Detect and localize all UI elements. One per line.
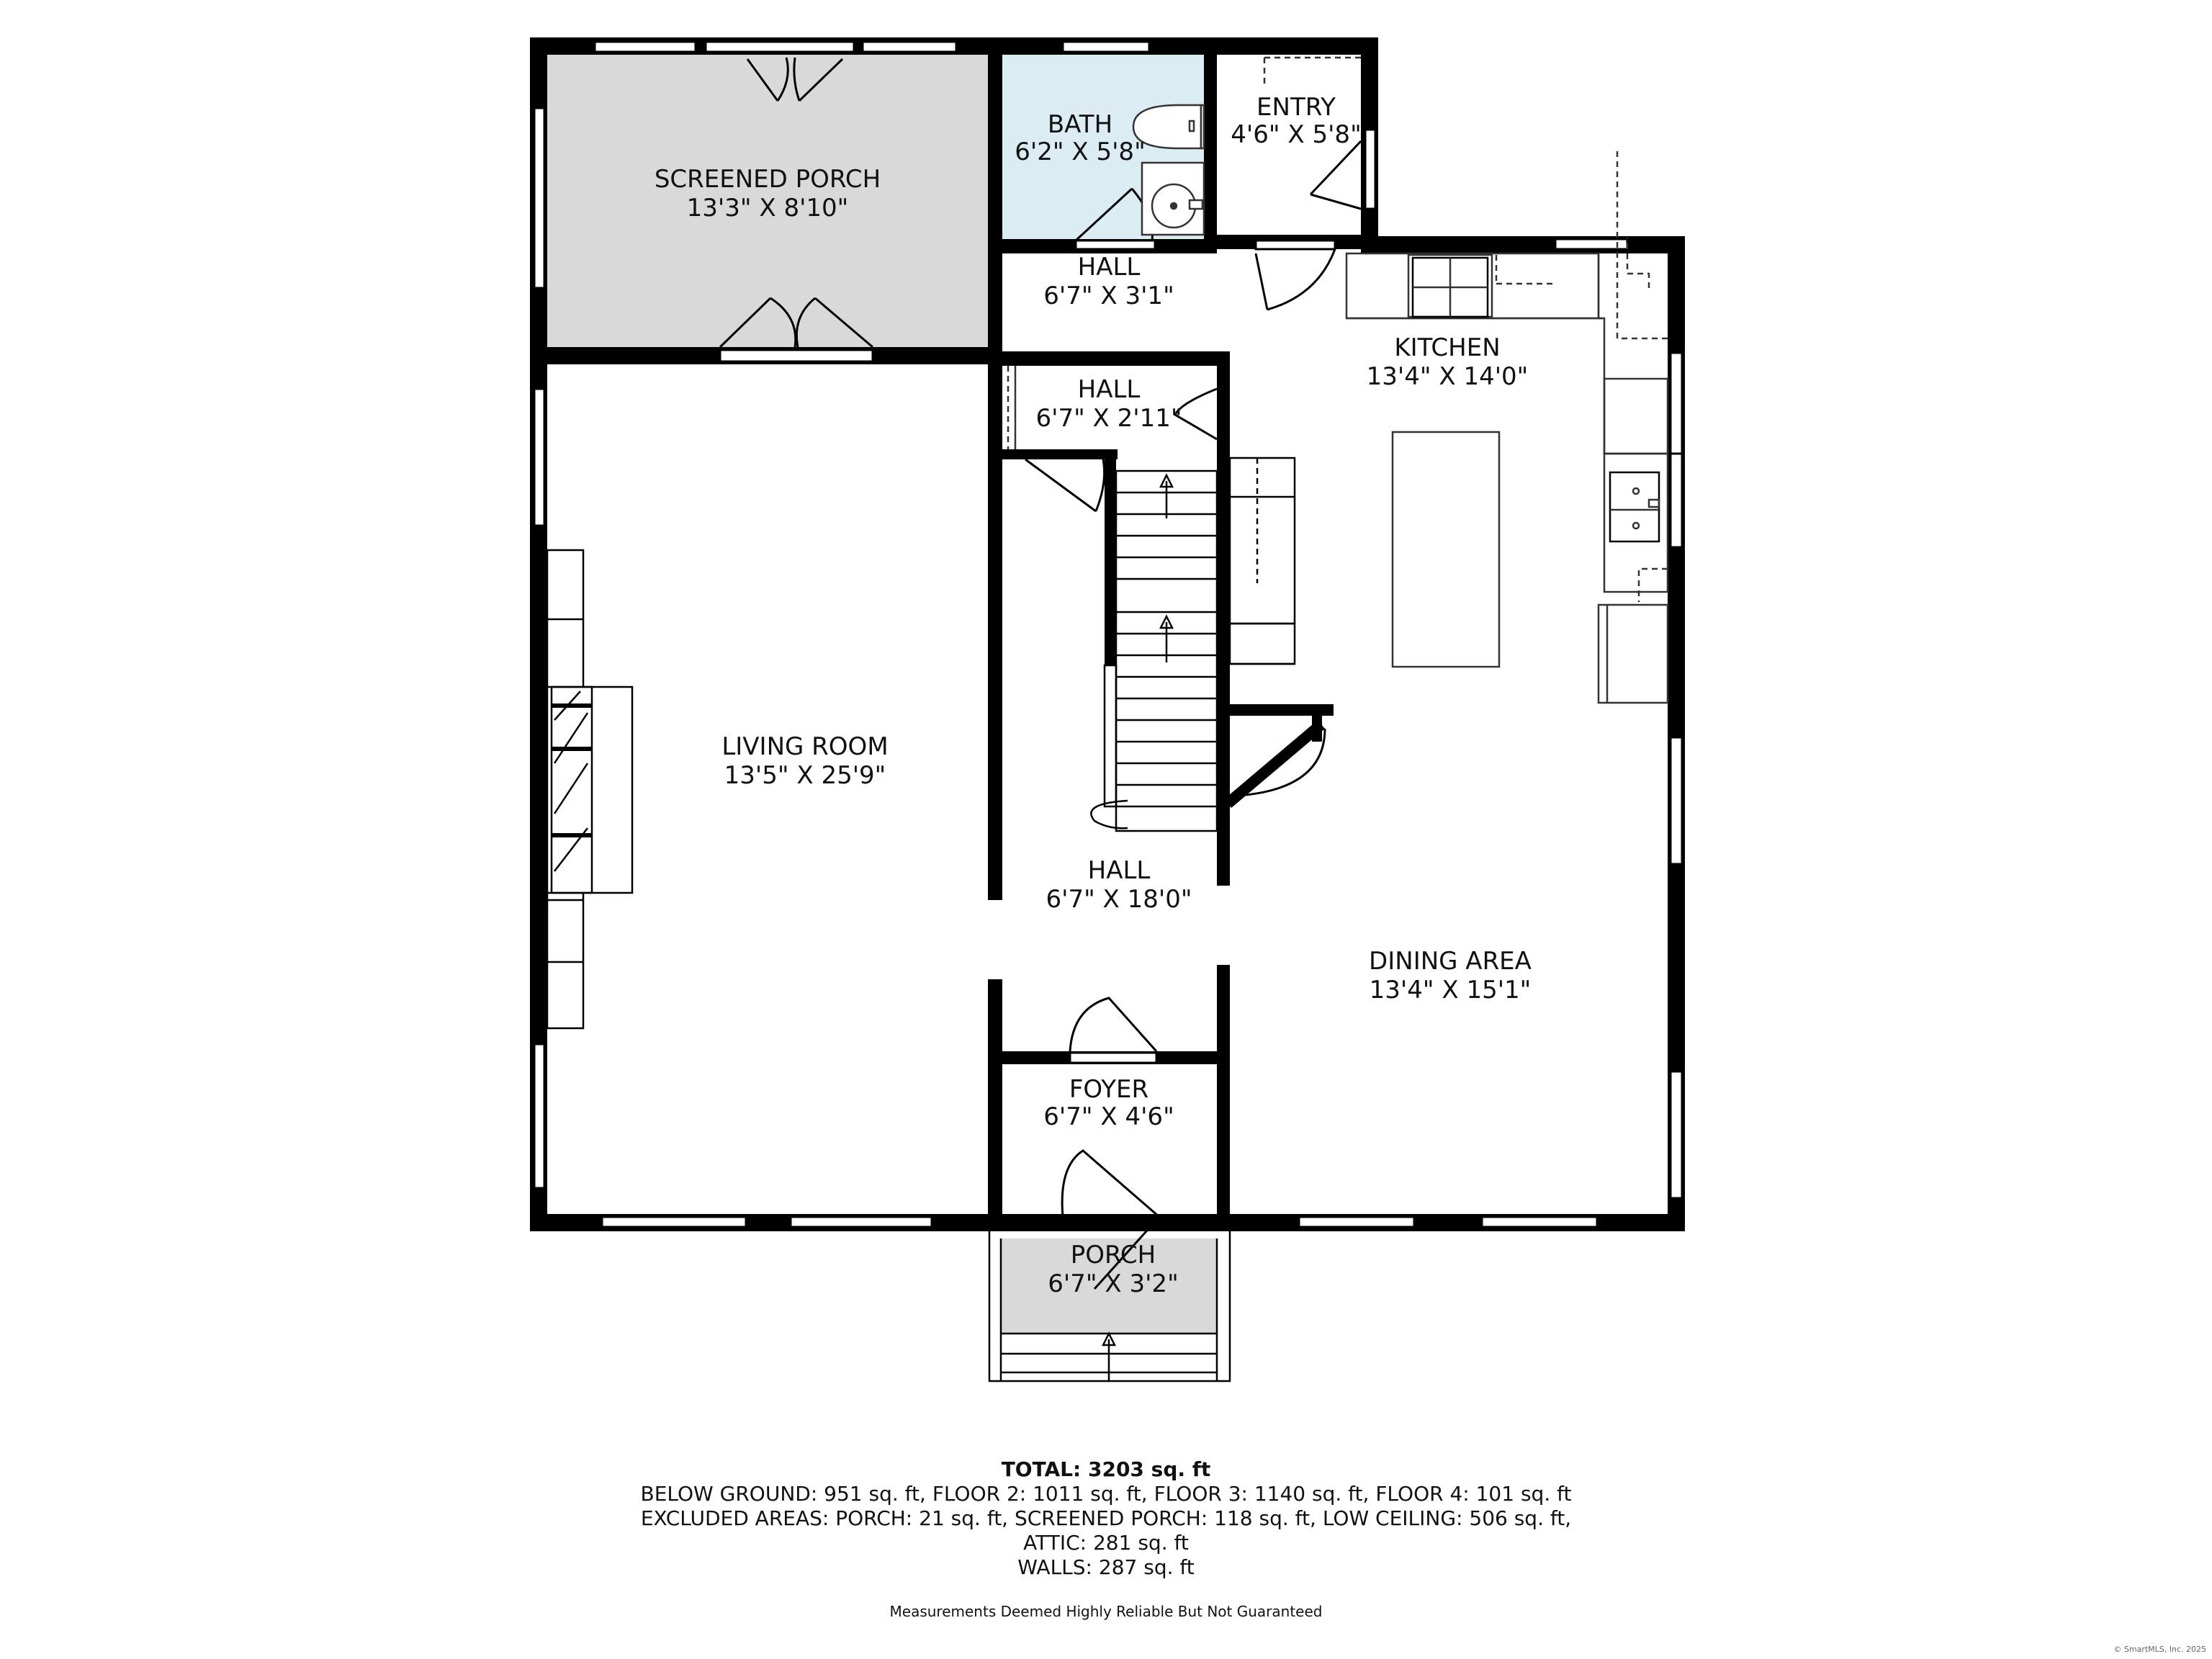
porch-name: PORCH [1071, 1241, 1156, 1269]
toilet-icon [1132, 104, 1202, 150]
kitchen-name: KITCHEN [1394, 333, 1500, 362]
bath-size: 6'2" X 5'8" [1015, 138, 1145, 166]
walls-area: WALLS: 287 sq. ft [1017, 1555, 1195, 1579]
porch-fill [1001, 1238, 1217, 1334]
copyright: © SmartMLS, Inc. 2025 [2113, 1645, 2206, 1654]
hall-upper-name: HALL [1078, 253, 1141, 282]
bath-fixtures [1132, 104, 1205, 236]
foyer-size: 6'7" X 4'6" [1043, 1102, 1174, 1131]
closet [1007, 366, 1017, 449]
dining-area-name: DINING AREA [1369, 947, 1532, 976]
screened-porch-name: SCREENED PORCH [655, 165, 881, 194]
entry-closet [1263, 56, 1361, 85]
doors [719, 57, 1362, 1290]
attic-area: ATTIC: 281 sq. ft [1023, 1531, 1189, 1555]
room-labels: SCREENED PORCH 13'3" X 8'10" BATH 6'2" X… [655, 93, 1532, 1298]
excluded-areas: EXCLUDED AREAS: PORCH: 21 sq. ft, SCREEN… [640, 1506, 1572, 1530]
kitchen-fixtures [1345, 151, 1669, 704]
hall-upper-size: 6'7" X 3'1" [1043, 282, 1174, 310]
living-room-name: LIVING ROOM [721, 732, 888, 761]
hall-main-name: HALL [1088, 856, 1151, 885]
floor-breakdown: BELOW GROUND: 951 sq. ft, FLOOR 2: 1011 … [640, 1482, 1572, 1506]
windows [533, 40, 1683, 1228]
screened-porch-fill [547, 52, 988, 347]
total-area: TOTAL: 3203 sq. ft [1001, 1457, 1211, 1481]
entry-name: ENTRY [1256, 93, 1336, 122]
bath-name: BATH [1048, 110, 1112, 139]
fireplace [546, 549, 634, 1030]
foyer-name: FOYER [1069, 1075, 1148, 1104]
entry-size: 4'6" X 5'8" [1231, 120, 1361, 149]
area-summary: TOTAL: 3203 sq. ft BELOW GROUND: 951 sq.… [0, 1457, 2212, 1580]
disclaimer: Measurements Deemed Highly Reliable But … [889, 1603, 1323, 1620]
kitchen-size: 13'4" X 14'0" [1367, 362, 1529, 391]
hall-small-size: 6'7" X 2'11" [1035, 404, 1182, 433]
kitchen-island [1391, 431, 1501, 668]
hall-main-size: 6'7" X 18'0" [1046, 885, 1192, 914]
porch-size: 6'7" X 3'2" [1048, 1269, 1178, 1298]
porch-steps [988, 1228, 1231, 1382]
hall-small-name: HALL [1078, 375, 1141, 404]
screened-porch-size: 13'3" X 8'10" [687, 194, 849, 222]
wall-openings [988, 259, 1230, 979]
dining-area-size: 13'4" X 15'1" [1370, 976, 1532, 1004]
staircase [1090, 457, 1296, 832]
refrigerator-icon [1597, 603, 1669, 704]
living-room-size: 13'5" X 25'9" [724, 761, 886, 790]
